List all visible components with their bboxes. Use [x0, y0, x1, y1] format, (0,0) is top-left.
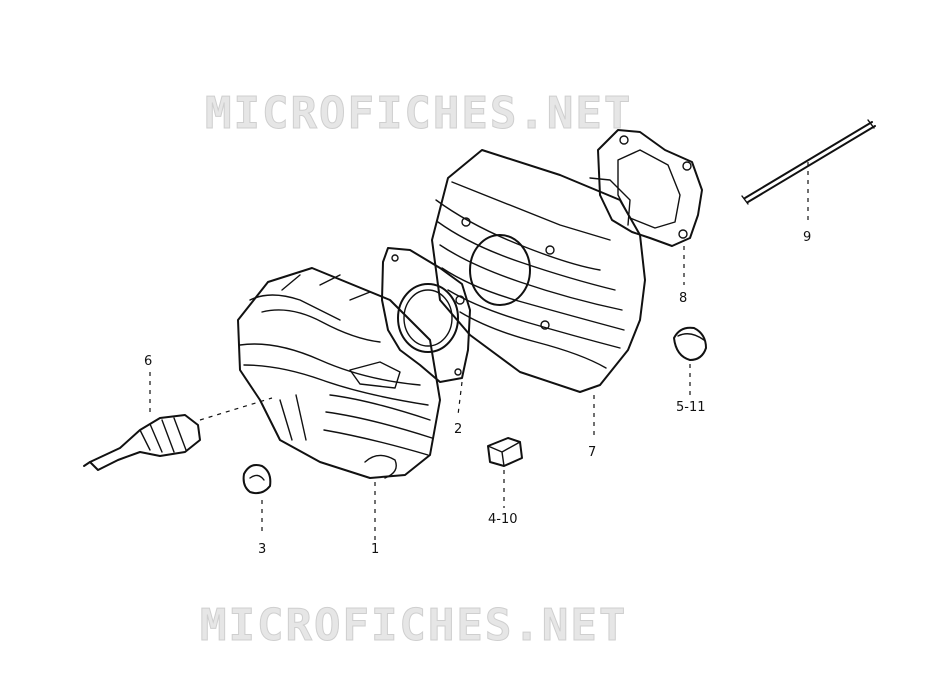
part-9-stud-bolt — [741, 119, 876, 205]
part-5-11-cap — [673, 326, 707, 361]
part-1-cylinder-head — [237, 267, 441, 479]
callout-2: 2 — [454, 422, 462, 437]
part-6-spark-plug — [83, 414, 201, 471]
part-3-cap — [242, 464, 272, 495]
part-8-base-gasket — [597, 129, 703, 247]
callout-7: 7 — [588, 445, 596, 460]
callout-8: 8 — [679, 291, 687, 306]
callout-6: 6 — [144, 354, 152, 369]
leader-lines — [149, 162, 809, 540]
callout-1: 1 — [371, 542, 379, 557]
part-7-cylinder — [431, 149, 646, 393]
callout-9: 9 — [803, 230, 811, 245]
part-4-10-block — [487, 437, 523, 467]
watermark-top: MICROFICHES.NET — [205, 88, 632, 139]
callout-5-11: 5-11 — [676, 400, 706, 415]
part-2-head-gasket — [381, 247, 471, 383]
watermark-bottom: MICROFICHES.NET — [200, 600, 627, 651]
callout-3: 3 — [258, 542, 266, 557]
callout-4-10: 4-10 — [488, 512, 518, 527]
